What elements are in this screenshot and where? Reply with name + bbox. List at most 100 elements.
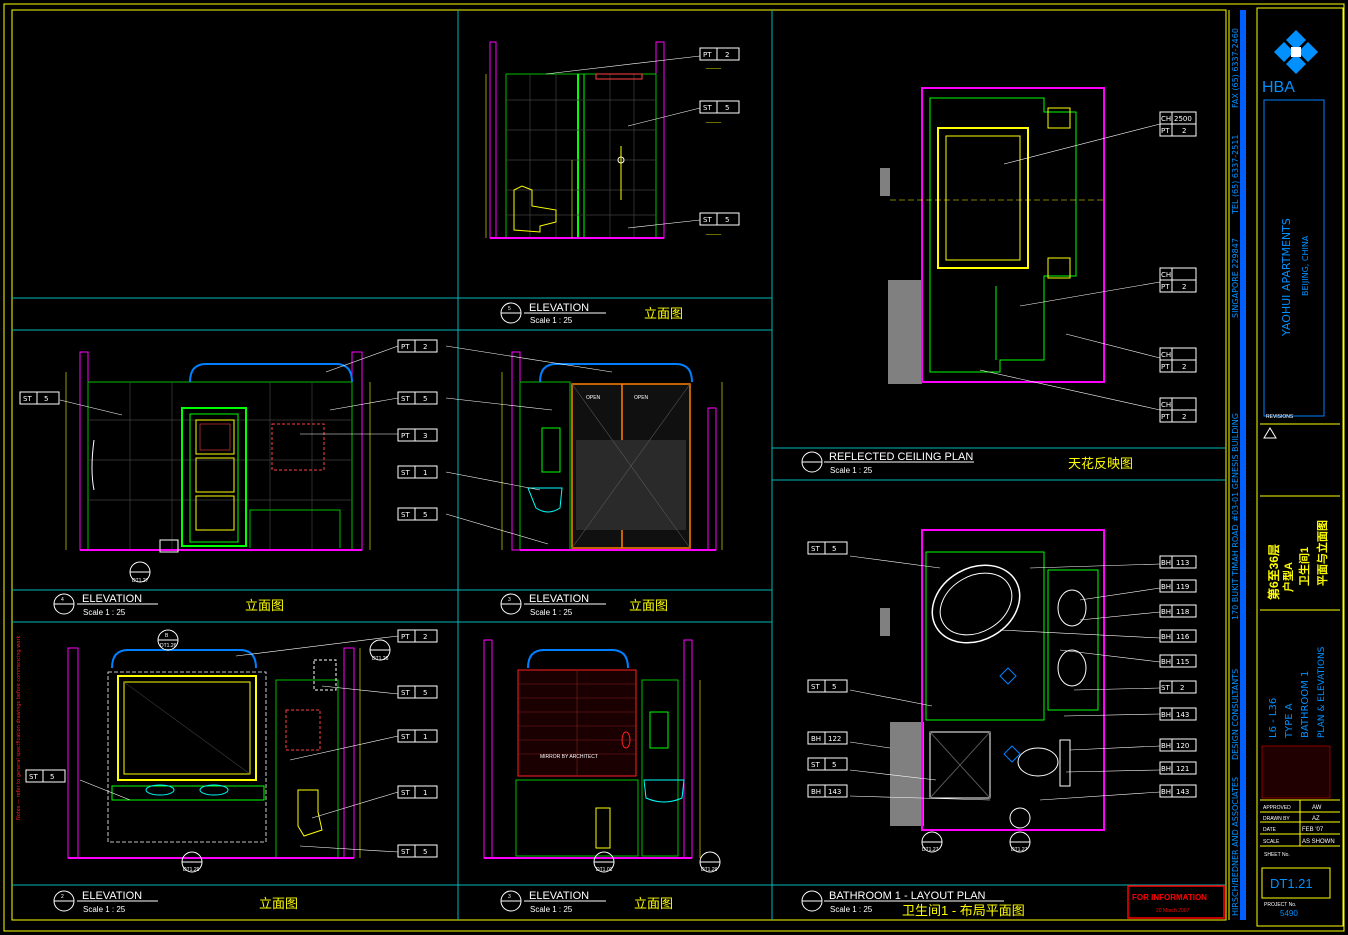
tag-code: PT xyxy=(1161,127,1170,135)
panel-title: ELEVATION xyxy=(82,593,142,605)
tag-bh-113 xyxy=(1159,555,1197,569)
tag-number: 120 xyxy=(1176,742,1189,750)
detail-ref: DT1.01 xyxy=(596,867,613,873)
panel-scale: Scale 1 : 25 xyxy=(83,905,126,914)
cn-title: 平面与立面图 xyxy=(1315,520,1329,586)
tag-number: 5 xyxy=(423,689,427,697)
tag-code: BH xyxy=(811,788,821,796)
tag-st-bot-1 xyxy=(397,685,438,699)
tag-bh-115 xyxy=(1159,654,1197,668)
tag-code: CH xyxy=(1161,351,1171,359)
tag-code: ST xyxy=(401,511,410,519)
tag-number: 1 xyxy=(423,733,427,741)
elevation-3b-drawing xyxy=(483,639,701,859)
detail-ref: DT1.27 xyxy=(922,847,939,853)
panel-title: BATHROOM 1 - LAYOUT PLAN xyxy=(829,890,986,902)
detail-ref: DT1.27 xyxy=(132,578,149,584)
tag-number: 5 xyxy=(423,848,427,856)
tag-code: PT xyxy=(703,51,712,59)
approved-value: AW xyxy=(1312,805,1322,811)
date-value: FEB '07 xyxy=(1302,827,1324,833)
tag-code: ST xyxy=(811,761,820,769)
revision-triangle-icon xyxy=(1263,427,1277,439)
elevation-5-drawing xyxy=(485,41,701,239)
tag-pt-bot xyxy=(397,629,438,643)
tag-code: BH xyxy=(1161,765,1171,773)
detail-ref: DT1.29 xyxy=(701,867,718,873)
tag-st5-mid-b xyxy=(397,507,438,521)
panel-title: REFLECTED CEILING PLAN xyxy=(829,451,973,463)
tag-code: BH xyxy=(1161,658,1171,666)
firm-logo-text: HBA xyxy=(1262,79,1295,96)
project-location: BEIJING, CHINA xyxy=(1301,235,1310,296)
panel-title-cn: 立面图 xyxy=(629,598,668,613)
project-no-label: PROJECT No. xyxy=(1264,902,1296,908)
tag-ch-4 xyxy=(1159,397,1197,423)
tag-st-bot-4 xyxy=(397,844,438,858)
tag-number: 122 xyxy=(828,735,841,743)
detail-ref: DT1.29 xyxy=(183,867,200,873)
cn-type: 户型A xyxy=(1281,562,1295,592)
tag-number: 2 xyxy=(423,633,427,641)
tag-bh-143 xyxy=(1159,707,1197,721)
tag-ch-1 xyxy=(1159,111,1197,137)
tag-number: 143 xyxy=(828,788,841,796)
tag-bh-120 xyxy=(1159,738,1197,752)
panel-scale: Scale 1 : 25 xyxy=(83,608,126,617)
tag-number: 2500 xyxy=(1174,115,1192,123)
tag-number: 143 xyxy=(1176,788,1189,796)
title-number: 2 xyxy=(61,894,64,900)
edge-note: Notes — refer to general specification d… xyxy=(16,635,22,820)
project-name: YAOHUI APARTMENTS xyxy=(1280,218,1293,337)
tag-pt3-mid xyxy=(397,428,438,442)
detail-ref: DT1.26 xyxy=(372,656,389,662)
tag-number: 113 xyxy=(1176,559,1189,567)
tag-code: ST xyxy=(811,683,820,691)
panel-title-cn: 立面图 xyxy=(259,896,298,911)
tag-number: 118 xyxy=(1176,608,1189,616)
tag-number: 3 xyxy=(423,432,427,440)
tag-code: ST xyxy=(811,545,820,553)
tag-number: 2 xyxy=(725,51,729,59)
title-number: 5 xyxy=(508,306,511,312)
tag-number: 2 xyxy=(1182,127,1186,135)
approved-label: APPROVED xyxy=(1263,805,1291,811)
address-text: 170 BUKIT TIMAH ROAD #03-01 GENESIS BUIL… xyxy=(1231,413,1240,620)
tag-bh-121 xyxy=(1159,761,1197,775)
tag-bh-143b xyxy=(1159,784,1197,798)
tag-ch-3 xyxy=(1159,347,1197,373)
sheet-no-label: SHEET No. xyxy=(1264,852,1290,858)
tag-st-layout-1 xyxy=(807,541,848,555)
note-mini: ───── xyxy=(705,120,722,126)
tag-number: 5 xyxy=(44,395,48,403)
tag-st-top-2 xyxy=(699,100,740,114)
detail-ref: B xyxy=(165,633,169,639)
tag-number: 119 xyxy=(1176,583,1189,591)
tag-st1-mid xyxy=(397,465,438,479)
tag-number: 2 xyxy=(1182,283,1186,291)
tag-code: ST xyxy=(401,733,410,741)
tag-number: 5 xyxy=(423,511,427,519)
cn-floors: 第6至36层 xyxy=(1266,544,1281,600)
tag-number: 2 xyxy=(1180,684,1184,692)
title-block-frame xyxy=(1228,7,1344,927)
tag-st-left-b xyxy=(25,769,66,783)
singapore-text: SINGAPORE 229847 xyxy=(1231,238,1240,318)
tag-bh-layout-122 xyxy=(807,731,848,745)
panel-title-cn: 立面图 xyxy=(634,896,673,911)
tag-code: ST xyxy=(401,848,410,856)
panel-title: ELEVATION xyxy=(82,890,142,902)
tag-number: 116 xyxy=(1176,633,1190,641)
tag-number: 115 xyxy=(1176,658,1189,666)
tag-number: 5 xyxy=(725,104,729,112)
panel-scale: Scale 1 : 25 xyxy=(830,905,873,914)
tag-code: ST xyxy=(29,773,38,781)
tag-st-layout-3 xyxy=(807,757,848,771)
tag-st1-layout xyxy=(1159,680,1197,694)
tag-code: BH xyxy=(1161,633,1171,641)
type-text: TYPE A xyxy=(1284,703,1295,739)
tag-code: PT xyxy=(1161,413,1170,421)
tag-code: PT xyxy=(401,343,410,351)
bath-text: BATHROOM 1 xyxy=(1300,671,1311,738)
